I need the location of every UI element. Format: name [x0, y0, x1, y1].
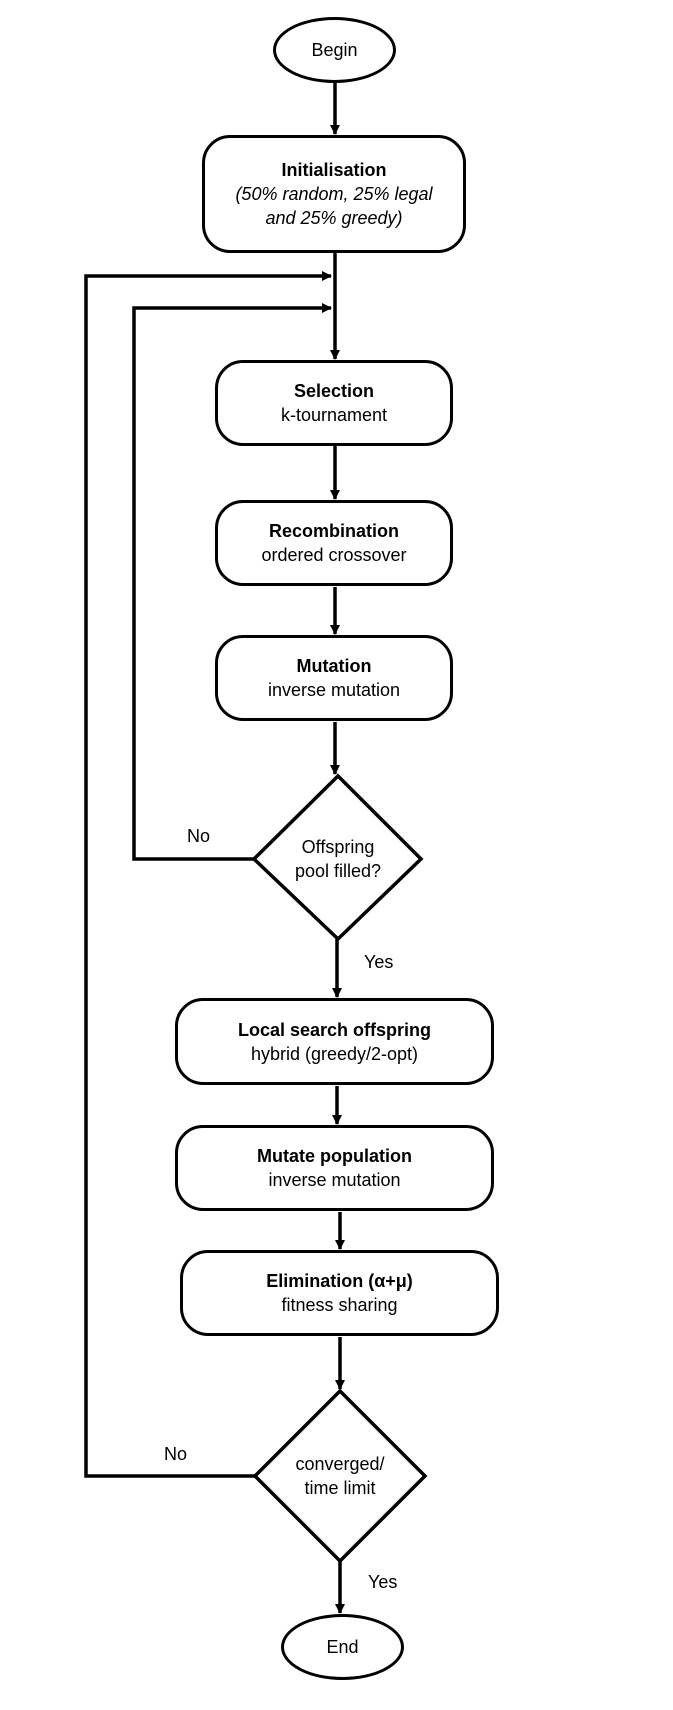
mutate-population-title: Mutate population [257, 1146, 412, 1166]
mutate-population-node: Mutate population inverse mutation [175, 1125, 494, 1211]
recombination-node: Recombination ordered crossover [215, 500, 453, 586]
begin-label: Begin [311, 40, 358, 60]
initialisation-line2: and 25% greedy) [265, 208, 403, 228]
elimination-node: Elimination (α+μ) fitness sharing [180, 1250, 499, 1336]
decision-converged [252, 1388, 428, 1564]
loop-decision1-no [132, 303, 332, 861]
local-search-sub: hybrid (greedy/2-opt) [250, 1043, 419, 1064]
begin-node: Begin [273, 17, 396, 83]
decision1-text: Offspring pool filled? [263, 835, 413, 883]
initialisation-line1: (50% random, 25% legal [235, 184, 433, 204]
recombination-title: Recombination [268, 521, 399, 541]
mutation-sub: inverse mutation [267, 680, 401, 700]
decision2-no-label: No [164, 1444, 188, 1464]
decision2-text: converged/ time limit [265, 1452, 415, 1500]
mutation-node: Mutation inverse mutation [215, 635, 453, 721]
decision2-yes-label: Yes [368, 1572, 398, 1592]
elimination-sub: fitness sharing [281, 1295, 398, 1315]
decision1-line2: pool filled? [294, 861, 382, 881]
selection-title: Selection [293, 381, 375, 401]
local-search-node: Local search offspring hybrid (greedy/2-… [175, 998, 494, 1085]
initialisation-node: Initialisation (50% random, 25% legal an… [202, 135, 466, 253]
decision-offspring-pool [251, 773, 424, 942]
mutation-title: Mutation [296, 656, 372, 676]
initialisation-title: Initialisation [281, 160, 387, 180]
decision1-line1: Offspring [301, 837, 375, 857]
decision1-yes-label: Yes [364, 952, 394, 972]
selection-sub: k-tournament [280, 405, 388, 425]
decision2-line2: time limit [304, 1478, 376, 1498]
local-search-title: Local search offspring [237, 1019, 432, 1040]
selection-node: Selection k-tournament [215, 360, 453, 446]
end-label: End [326, 1637, 359, 1657]
decision1-no-label: No [187, 826, 211, 846]
recombination-sub: ordered crossover [261, 545, 407, 565]
mutate-population-sub: inverse mutation [268, 1170, 401, 1190]
elimination-title: Elimination (α+μ) [266, 1271, 413, 1291]
decision2-line1: converged/ [295, 1454, 385, 1474]
end-node: End [281, 1614, 404, 1680]
loop-decision2-no [84, 271, 332, 1478]
